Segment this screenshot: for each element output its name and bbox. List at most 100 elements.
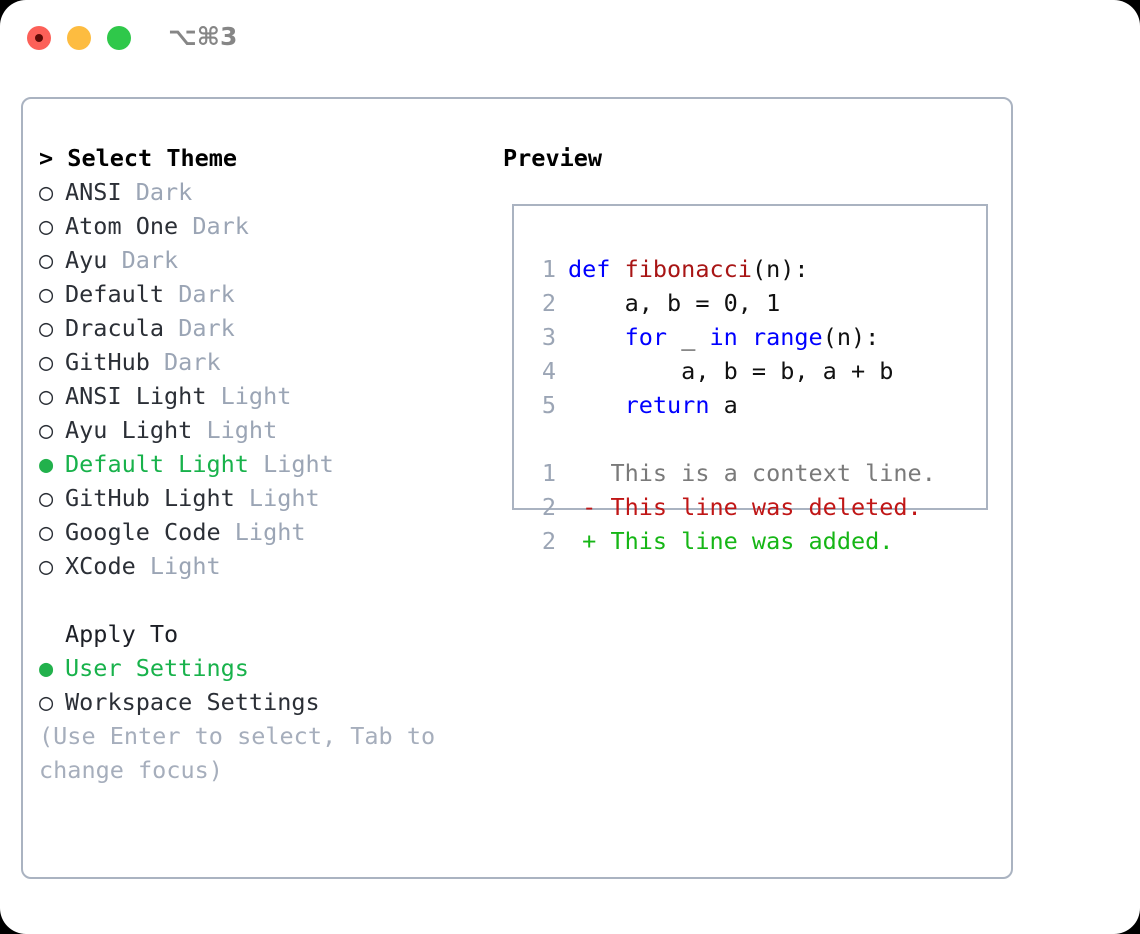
theme-list-item[interactable]: ○ ANSI Light Light [39,379,469,413]
diff-line: 2 + This line was added. [532,524,936,558]
theme-kind-label: Light [135,552,221,580]
radio-unselected-icon: ○ [39,382,54,410]
code-token: (n): [751,255,809,283]
theme-list-item[interactable]: ○ GitHub Dark [39,345,469,379]
theme-kind-label: Light [248,450,334,478]
code-line: 3 for _ in range(n): [532,320,936,354]
radio-selected-icon: ● [39,654,54,682]
code-token: fibonacci [624,255,752,283]
theme-name: Google Code [65,518,221,546]
code-token [568,391,625,419]
radio-unselected-icon: ○ [39,518,54,546]
theme-name: Default [65,280,165,308]
close-button[interactable] [27,26,51,50]
apply-to-item[interactable]: ● User Settings [39,651,469,685]
code-token: a [709,391,738,419]
radio-unselected-icon: ○ [39,178,54,206]
radio-unselected-icon: ○ [39,552,54,580]
code-token: This is a context line. [568,459,936,487]
theme-name: Dracula [65,314,165,342]
code-line: 5 return a [532,388,936,422]
code-token: in [709,323,738,351]
code-line: 4 a, b = b, a + b [532,354,936,388]
theme-list-item[interactable]: ○ Default Dark [39,277,469,311]
theme-list-item[interactable]: ○ Dracula Dark [39,311,469,345]
theme-name: Default Light [65,450,249,478]
theme-list-item[interactable]: ○ XCode Light [39,549,469,583]
radio-unselected-icon: ○ [39,688,54,716]
theme-name: ANSI [65,178,122,206]
apply-to-name: User Settings [65,654,249,682]
apply-to-name: Workspace Settings [65,688,320,716]
code-token [738,323,752,351]
theme-list-item[interactable]: ○ Google Code Light [39,515,469,549]
theme-kind-label: Dark [121,178,193,206]
theme-list-item[interactable]: ○ Ayu Light Light [39,413,469,447]
code-line: 1 def fibonacci(n): [532,252,936,286]
diff-line: 2 - This line was deleted. [532,490,936,524]
radio-unselected-icon: ○ [39,280,54,308]
line-number: 1 [541,459,556,487]
preview-title: Preview [503,144,603,172]
theme-list-item[interactable]: ○ ANSI Dark [39,175,469,209]
apply-to-item[interactable]: ○ Workspace Settings [39,685,469,719]
line-number: 2 [541,493,556,521]
radio-unselected-icon: ○ [39,416,54,444]
title-bar: ⌥⌘3 [0,0,1140,78]
theme-name: Ayu [65,246,108,274]
theme-picker-panel: > Select Theme ○ANSI Dark○Atom One Dark○… [21,97,1013,879]
list-spacer [39,583,469,617]
theme-kind-label: Light [192,416,278,444]
theme-list-item[interactable]: ○Ayu Dark [39,243,469,277]
theme-name: XCode [65,552,136,580]
theme-kind-label: Light [220,518,306,546]
maximize-button[interactable] [107,26,131,50]
select-theme-header: > Select Theme [39,144,238,172]
minimize-button[interactable] [67,26,91,50]
radio-selected-icon: ● [39,450,54,478]
code-token: - This line was deleted. [568,493,922,521]
code-token [568,323,625,351]
line-number: 5 [541,391,556,419]
line-number: 1 [541,255,556,283]
theme-name: ANSI Light [65,382,207,410]
theme-selection-column: > Select Theme ○ANSI Dark○Atom One Dark○… [39,141,469,719]
theme-name: GitHub [65,348,150,376]
radio-unselected-icon: ○ [39,212,54,240]
line-number: 4 [541,357,556,385]
theme-list: ○ANSI Dark○Atom One Dark○Ayu Dark○Defaul… [39,175,469,583]
footer-hint: (Use Enter to select, Tab to change focu… [39,722,436,784]
theme-list-item[interactable]: ○GitHub Light Light [39,481,469,515]
theme-name: Atom One [65,212,179,240]
apply-to-label: Apply To [65,620,179,648]
theme-kind-label: Dark [164,314,235,342]
theme-kind-label: Light [206,382,292,410]
code-token: a, b = 0, 1 [568,289,781,317]
theme-list-item[interactable]: ● Default Light Light [39,447,469,481]
code-token: _ [667,323,710,351]
apply-to-list: ● User Settings ○ Workspace Settings [39,651,469,719]
code-token: + This line was added. [568,527,894,555]
radio-unselected-icon: ○ [39,348,54,376]
theme-list-item[interactable]: ○ Atom One Dark [39,209,469,243]
diff-line: 1 This is a context line. [532,456,936,490]
keyboard-shortcut-label: ⌥⌘3 [168,22,238,51]
theme-kind-label: Dark [178,212,249,240]
code-token: range [751,323,823,351]
theme-kind-label: Dark [164,280,235,308]
theme-name: Ayu Light [65,416,193,444]
code-token: return [624,391,710,419]
radio-unselected-icon: ○ [39,314,54,342]
code-token: a, b = b, a + b [568,357,894,385]
radio-unselected-icon: ○ [39,484,54,512]
theme-kind-label: Dark [149,348,221,376]
theme-kind-label: Dark [107,246,179,274]
line-number: 2 [541,289,556,317]
line-number: 2 [541,527,556,555]
code-line: 2 a, b = 0, 1 [532,286,936,320]
code-token: def [568,255,625,283]
